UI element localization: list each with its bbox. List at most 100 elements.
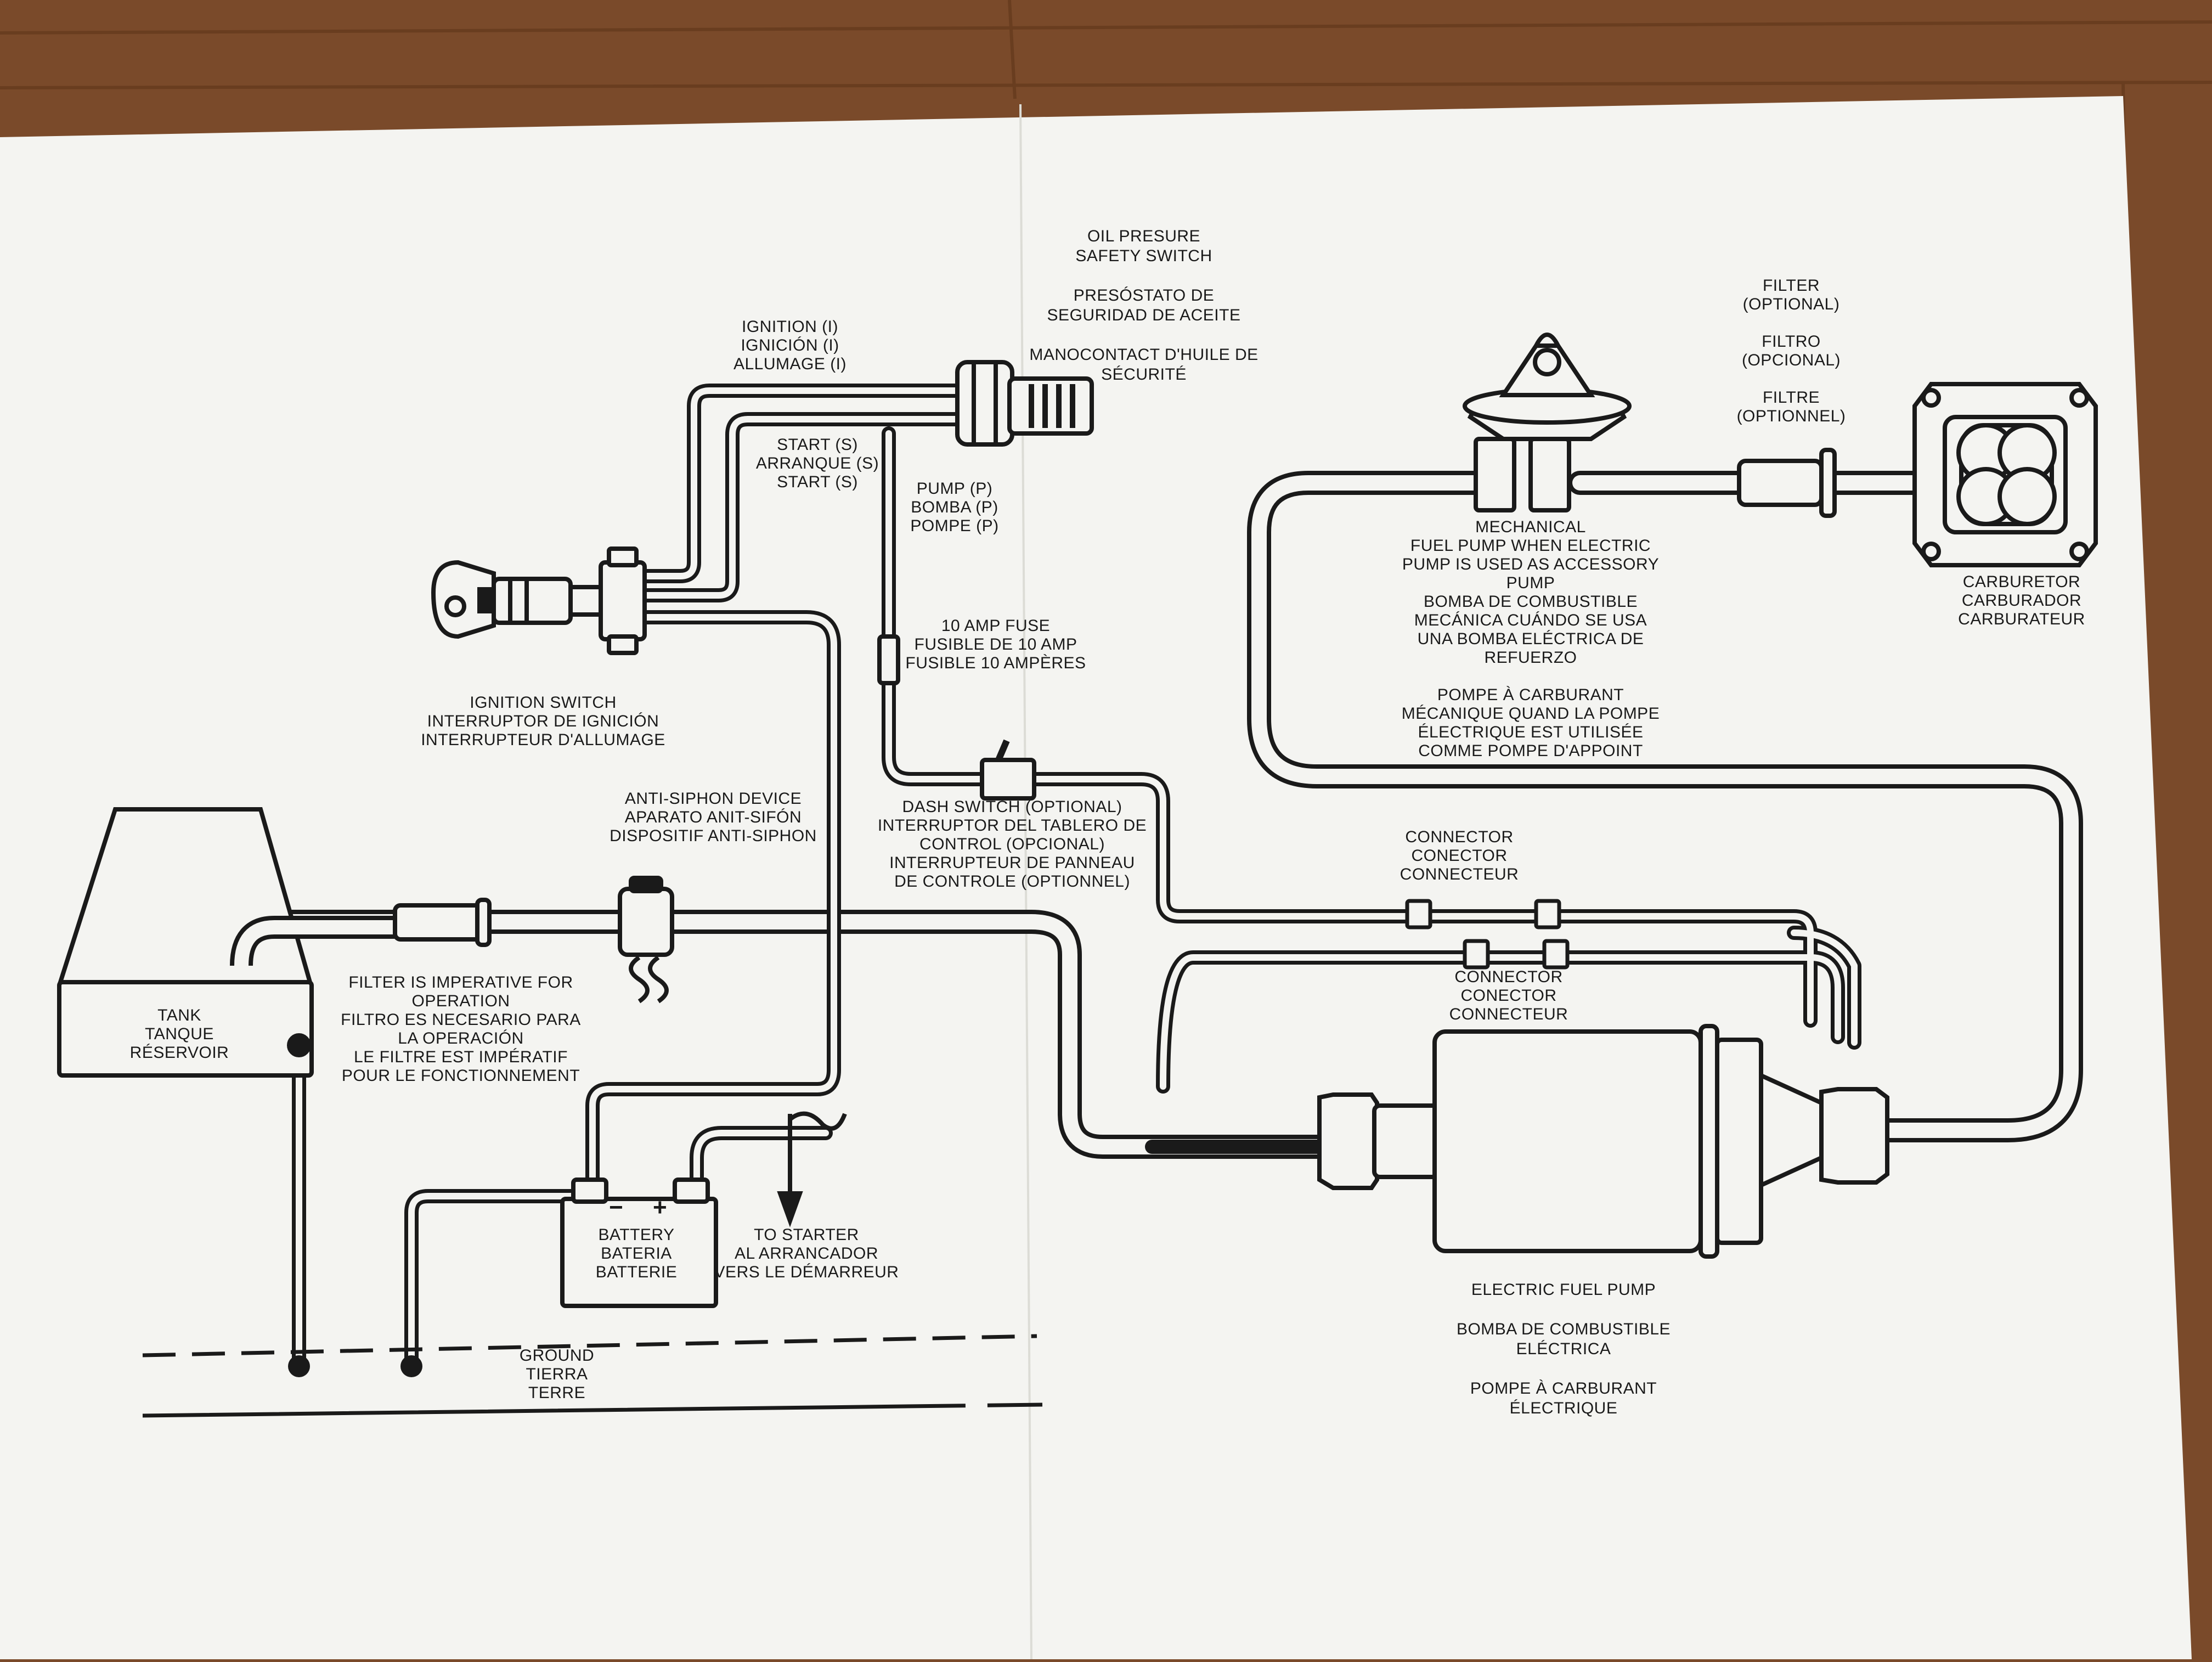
label-start-wire: START (S) (777, 473, 858, 491)
label-filter-imperative: LA OPERACIÓN (398, 1029, 523, 1047)
label-tank: TANK (157, 1006, 201, 1024)
battery (560, 1178, 718, 1308)
electric-fuel-pump (1317, 1024, 1889, 1259)
starter-arrow (777, 1111, 847, 1227)
label-battery: BATTERY (598, 1226, 674, 1244)
battery-ground-point (400, 1355, 422, 1377)
diagram-labels: OIL PRESURE SAFETY SWITCH PRESÓSTATO DESEG… (130, 227, 2085, 1417)
label-filter-imperative: FILTER IS IMPERATIVE FOR (348, 973, 573, 991)
label-mechanical-pump: PUMP IS USED AS ACCESSORY (1402, 555, 1659, 573)
ignition-switch (431, 547, 647, 655)
label-start-wire: ARRANQUE (S) (756, 454, 879, 472)
label-dash-switch: INTERRUPTOR DEL TABLERO DE (878, 816, 1147, 835)
label-ignition-switch: INTERRUPTOR DE IGNICIÓN (427, 712, 659, 730)
label-filter-optional: (OPTIONNEL) (1737, 407, 1846, 425)
label-pump-wire: PUMP (P) (917, 480, 992, 498)
label-connector-lower: CONNECTOR (1454, 968, 1562, 986)
label-ignition-wire: ALLUMAGE (I) (733, 355, 847, 373)
label-mechanical-pump: MECÁNICA CUÁNDO SE USA (1414, 611, 1647, 629)
label-connector-upper: CONNECTEUR (1400, 865, 1519, 883)
label-dash-switch: CONTROL (OPCIONAL) (919, 835, 1105, 853)
label-to-starter: TO STARTER (754, 1226, 859, 1244)
oil-pressure-switch (955, 360, 1094, 447)
label-connector-lower: CONECTOR (1460, 987, 1556, 1005)
label-ground: TIERRA (526, 1365, 588, 1383)
dash-switch (980, 739, 1036, 801)
label-battery: BATTERIE (596, 1263, 677, 1281)
label-electric-pump: POMPE À CARBURANT (1470, 1379, 1657, 1398)
label-mechanical-pump: BOMBA DE COMBUSTIBLE (1424, 593, 1638, 611)
label-filter-imperative: LE FILTRE EST IMPÉRATIF (354, 1048, 568, 1066)
label-dash-switch: DE CONTROLE (OPTIONNEL) (894, 872, 1130, 891)
label-electric-pump: ÉLECTRIQUE (1510, 1399, 1618, 1417)
anti-siphon-device (618, 876, 674, 1004)
label-to-starter: AL ARRANCADOR (735, 1244, 878, 1263)
electrical-wires (292, 384, 1861, 1368)
label-pump-wire: POMPE (P) (910, 517, 998, 535)
label-mechanical-pump: FUEL PUMP WHEN ELECTRIC (1410, 537, 1651, 555)
carburetor (1912, 382, 2098, 567)
label-ground: TERRE (528, 1384, 585, 1402)
label-oil-pressure-switch: OIL PRESURE (1087, 227, 1200, 245)
label-mechanical-pump: COMME POMPE D'APPOINT (1418, 742, 1643, 760)
paper-fold (1019, 104, 1032, 1660)
label-oil-pressure-switch: PRESÓSTATO DE (1074, 286, 1215, 305)
label-carburetor: CARBURADOR (1962, 591, 2081, 610)
label-mechanical-pump: POMPE À CARBURANT (1437, 686, 1624, 704)
label-electric-pump: ELÉCTRICA (1516, 1340, 1611, 1358)
tank-ground-terminal (287, 1033, 311, 1057)
label-oil-pressure-switch: SAFETY SWITCH (1075, 247, 1212, 265)
connector-upper (1405, 899, 1561, 929)
label-filter-optional: (OPCIONAL) (1742, 351, 1841, 369)
label-oil-pressure-switch: SÉCURITÉ (1101, 365, 1187, 384)
optional-filter (1737, 448, 1837, 518)
label-ignition-switch: INTERRUPTEUR D'ALLUMAGE (421, 731, 665, 749)
fuse-10-amp (877, 634, 900, 685)
label-fuse: FUSIBLE DE 10 AMP (915, 635, 1077, 653)
label-oil-pressure-switch: SEGURIDAD DE ACEITE (1047, 306, 1241, 324)
label-ignition-switch: IGNITION SWITCH (470, 694, 616, 712)
label-anti-siphon: ANTI-SIPHON DEVICE (625, 790, 802, 808)
label-connector-upper: CONNECTOR (1405, 828, 1513, 846)
label-mechanical-pump: ÉLECTRIQUE EST UTILISÉE (1418, 723, 1643, 741)
label-tank: RÉSERVOIR (130, 1044, 229, 1062)
mechanical-fuel-pump (1463, 333, 1632, 512)
fuel-tank (57, 807, 395, 1078)
label-anti-siphon: APARATO ANIT-SIFÓN (625, 808, 802, 826)
label-dash-switch: INTERRUPTEUR DE PANNEAU (889, 854, 1135, 872)
label-mechanical-pump: REFUERZO (1485, 649, 1577, 667)
tank-ground-point (288, 1355, 310, 1377)
label-mechanical-pump: MÉCANIQUE QUAND LA POMPE (1402, 705, 1660, 723)
connector-lower (1463, 939, 1570, 970)
battery-negative-symbol: − (609, 1194, 623, 1221)
label-carburetor: CARBURETOR (1963, 573, 2080, 591)
label-fuse: 10 AMP FUSE (941, 617, 1050, 635)
inline-fuel-filter (393, 898, 492, 947)
label-anti-siphon: DISPOSITIF ANTI-SIPHON (610, 827, 817, 845)
label-dash-switch: DASH SWITCH (OPTIONAL) (902, 798, 1122, 816)
label-filter-optional: (OPTIONAL) (1743, 295, 1840, 313)
label-fuse: FUSIBLE 10 AMPÈRES (905, 654, 1086, 672)
label-filter-optional: FILTRO (1762, 333, 1820, 351)
label-filter-optional: FILTRE (1763, 388, 1820, 407)
ground-lines (142, 1334, 1043, 1418)
label-tank: TANQUE (145, 1025, 214, 1043)
label-filter-optional: FILTER (1763, 277, 1820, 295)
label-carburetor: CARBURATEUR (1958, 610, 2085, 628)
label-ground: GROUND (520, 1346, 594, 1365)
label-pump-wire: BOMBA (P) (911, 498, 998, 516)
label-mechanical-pump: PUMP (1506, 574, 1555, 592)
label-electric-pump: ELECTRIC FUEL PUMP (1471, 1281, 1656, 1299)
label-start-wire: START (S) (777, 436, 858, 454)
label-filter-imperative: FILTRO ES NECESARIO PARA (341, 1011, 581, 1029)
label-oil-pressure-switch: MANOCONTACT D'HUILE DE (1029, 346, 1258, 364)
label-filter-imperative: OPERATION (412, 992, 510, 1010)
label-filter-imperative: POUR LE FONCTIONNEMENT (342, 1067, 580, 1085)
label-connector-upper: CONECTOR (1411, 847, 1507, 865)
label-electric-pump: BOMBA DE COMBUSTIBLE (1457, 1320, 1671, 1338)
battery-positive-symbol: + (653, 1194, 667, 1221)
label-connector-lower: CONNECTEUR (1449, 1005, 1568, 1023)
label-battery: BATERIA (601, 1244, 672, 1263)
